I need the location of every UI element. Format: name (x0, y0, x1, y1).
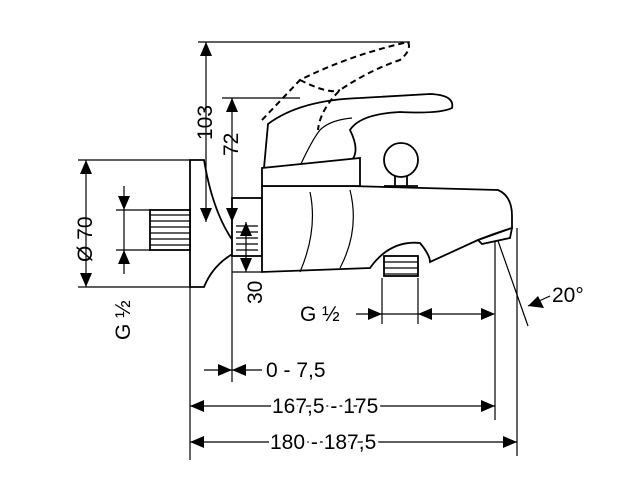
lever-contour (299, 117, 353, 167)
inlet-thread-hatching (150, 214, 190, 246)
outlet-thread (383, 255, 419, 277)
dimension-labels: 103 72 Ø 70 G ½ 30 G ½ 20° 0 - 7,5 167,5… (74, 105, 584, 457)
label-72: 72 (220, 133, 243, 156)
label-outlet-thread: G ½ (300, 303, 340, 326)
label-length-long: 180 - 187,5 (270, 431, 376, 454)
lever-handle (263, 93, 454, 169)
label-103: 103 (194, 105, 217, 140)
inlet-pipe (149, 209, 191, 251)
diverter-knob (383, 142, 419, 187)
spout-tip (476, 226, 514, 245)
label-diameter-70: Ø 70 (74, 216, 97, 262)
lever-base (261, 157, 361, 187)
label-length-short: 167,5 - 175 (272, 395, 378, 418)
dimension-lines (80, 42, 551, 448)
label-30: 30 (244, 281, 267, 304)
label-inlet-thread: G ½ (112, 300, 135, 340)
label-wall-adjust: 0 - 7,5 (266, 359, 326, 382)
lever-open-dashed (261, 40, 410, 131)
label-20-degree: 20° (552, 284, 584, 307)
faucet-body (149, 40, 514, 288)
body-contour (299, 189, 354, 273)
